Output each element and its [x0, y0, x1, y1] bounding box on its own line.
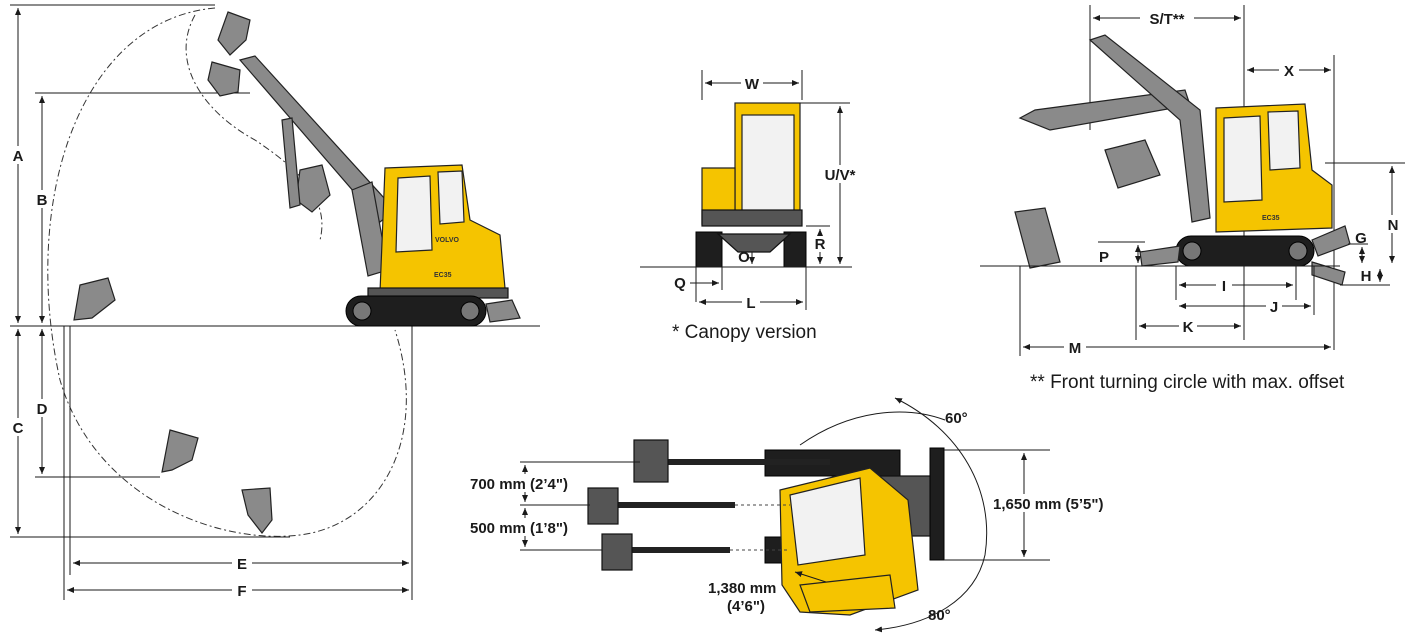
rear-center-frame	[716, 233, 792, 253]
swing-arc-top	[799, 411, 946, 446]
rear-track-left	[695, 231, 723, 268]
dozer-blade	[485, 299, 521, 323]
dim-p-label: P	[1099, 249, 1109, 266]
turning-circle-note: ** Front turning circle with max. offset	[1030, 372, 1345, 393]
radius-label-line1: 1,380 mm	[708, 580, 776, 597]
dim-d-label: D	[37, 401, 48, 418]
reach-envelope	[47, 7, 407, 537]
ghost-arm	[281, 117, 301, 209]
rv-boom-extended	[1018, 89, 1191, 131]
dim-o-label: O	[738, 249, 750, 266]
dim-a-label: A	[13, 148, 24, 165]
rv-model-text: EC35	[1262, 215, 1280, 222]
dim-n-label: N	[1388, 217, 1399, 234]
dim-st-label: S/T**	[1149, 11, 1184, 28]
bucket-bottom	[241, 487, 273, 534]
track-idler	[352, 301, 372, 321]
tv-bucket-bottom	[601, 533, 633, 571]
tv-bucket-top	[633, 439, 669, 483]
tv-bucket-mid	[587, 487, 619, 525]
rear-view: W U/V* R O Q L * Canopy version	[640, 70, 863, 343]
side-model-text: EC35	[434, 272, 452, 279]
side-view: A B C D E F VOLVO EC	[8, 4, 540, 600]
bucket-left	[73, 277, 116, 321]
cab-window-side	[437, 170, 465, 225]
tv-cab-roof	[789, 477, 866, 566]
rear-frame	[701, 209, 803, 227]
rear-track-right	[783, 231, 807, 268]
angle-top-label: 60°	[945, 410, 968, 427]
bucket-top	[217, 11, 251, 56]
rv-track-sprocket	[1288, 241, 1308, 261]
dim-r-label: R	[815, 236, 826, 253]
canopy-note: * Canopy version	[672, 322, 817, 343]
bucket-mid	[295, 164, 331, 213]
track-sprocket	[460, 301, 480, 321]
offset-bottom-label: 500 mm (1’8")	[470, 520, 568, 537]
dim-e-label: E	[237, 556, 247, 573]
dim-g-label: G	[1355, 230, 1367, 247]
rv-bucket-mid	[1104, 139, 1161, 189]
rear-window	[741, 114, 795, 212]
dim-c-label: C	[13, 420, 24, 437]
dim-q-label: Q	[674, 275, 686, 292]
dim-w-label: W	[745, 76, 760, 93]
rv-boom-raised	[1088, 34, 1211, 223]
rv-dozer-blade	[1139, 245, 1181, 267]
rv-window-front	[1223, 115, 1263, 203]
side-brand-text: VOLVO	[435, 237, 460, 244]
dim-uv-label: U/V*	[825, 167, 856, 184]
dim-k-label: K	[1183, 319, 1194, 336]
rv-bucket-low	[1014, 207, 1061, 269]
angle-bottom-label: 80°	[928, 607, 951, 624]
tv-dozer-blade	[929, 447, 945, 561]
rv-blade-raised	[1311, 225, 1351, 257]
dim-j-label: J	[1270, 299, 1278, 316]
side-track	[345, 295, 487, 327]
offset-top-label: 700 mm (2’4")	[470, 476, 568, 493]
radius-label-line2: (4’6")	[727, 598, 765, 615]
top-view: 60° 80° 700 mm (2’4") 500 mm (1’8")	[466, 397, 1142, 633]
dim-i-label: I	[1222, 278, 1226, 295]
tv-counterweight	[799, 574, 896, 613]
rv-track-idler	[1182, 241, 1202, 261]
tv-track-top	[764, 449, 901, 477]
bucket-low	[161, 429, 199, 473]
dim-l-label: L	[746, 295, 755, 312]
rv-window-side	[1267, 110, 1301, 171]
cab-window-front	[395, 175, 433, 253]
bucket-upper	[207, 61, 241, 97]
dim-h-label: H	[1361, 268, 1372, 285]
blade-width-label: 1,650 mm (5’5")	[993, 496, 1104, 513]
swing-arc-outer	[874, 397, 988, 633]
right-view: S/T** X EC35 N G H	[980, 5, 1405, 393]
dim-radius-line	[794, 571, 827, 583]
dim-x-label: X	[1284, 63, 1294, 80]
dim-f-label: F	[237, 583, 246, 600]
rv-blade-lowered	[1311, 261, 1346, 286]
dim-b-label: B	[37, 192, 48, 209]
dim-m-label: M	[1069, 340, 1082, 357]
